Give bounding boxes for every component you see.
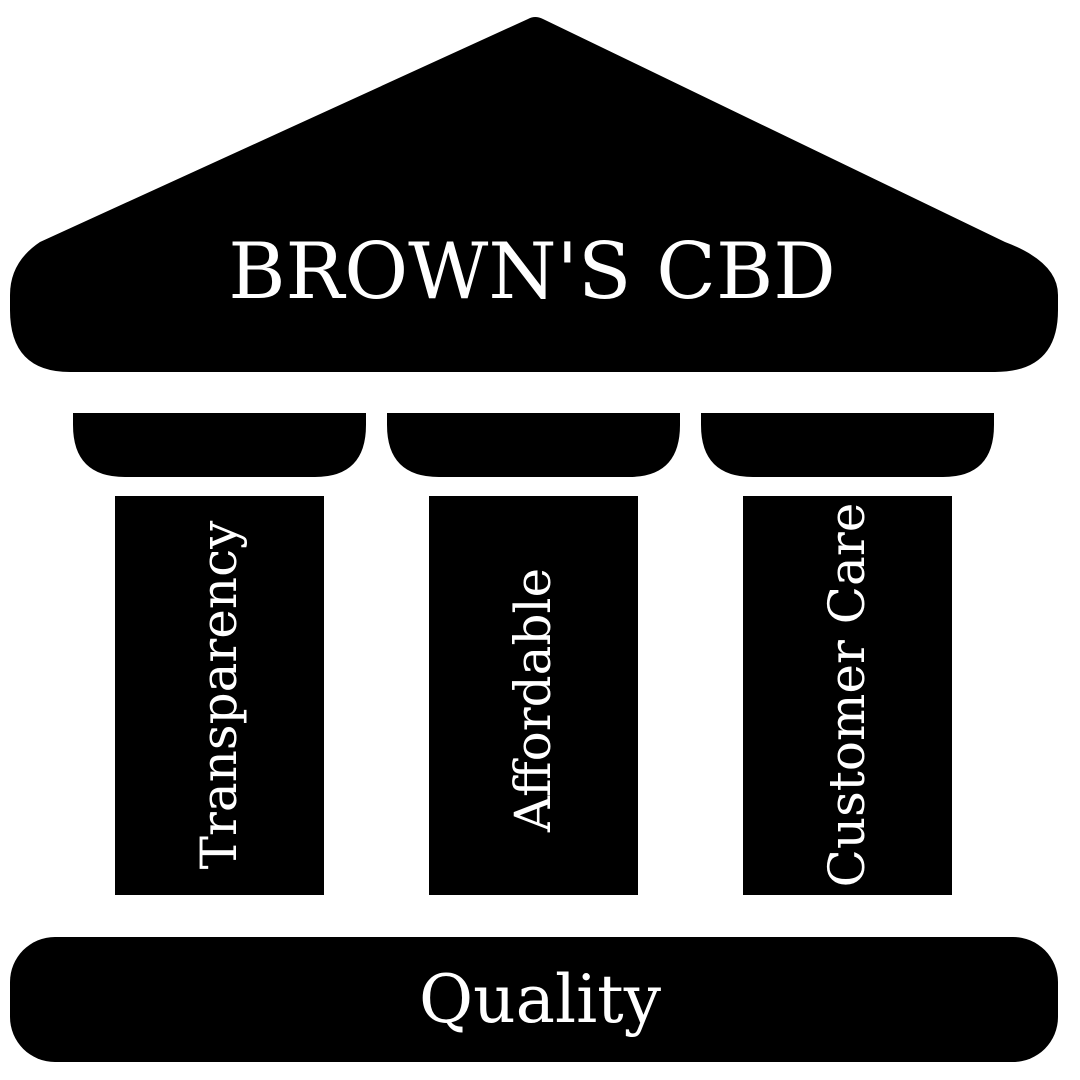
column-1 <box>115 496 324 895</box>
pillar-label-3: Customer Care <box>818 503 876 888</box>
foundation: Quality <box>10 937 1058 1062</box>
roof-band <box>10 242 1058 372</box>
pillar-label-1: Transparency <box>190 520 248 869</box>
pillar-2: Affordable <box>387 413 680 895</box>
roof-pediment <box>40 17 1005 242</box>
roof: BROWN'S CBD <box>10 17 1058 372</box>
capital-3 <box>701 413 994 477</box>
pillar-3: Customer Care <box>701 413 994 895</box>
foundation-block <box>10 937 1058 1062</box>
pillar-label-2: Affordable <box>504 568 562 833</box>
column-2 <box>429 496 638 895</box>
foundation-label: Quality <box>419 961 662 1038</box>
title: BROWN'S CBD <box>228 227 836 317</box>
capital-2 <box>387 413 680 477</box>
capital-1 <box>73 413 366 477</box>
pillar-1: Transparency <box>73 413 366 895</box>
column-3 <box>743 496 952 895</box>
